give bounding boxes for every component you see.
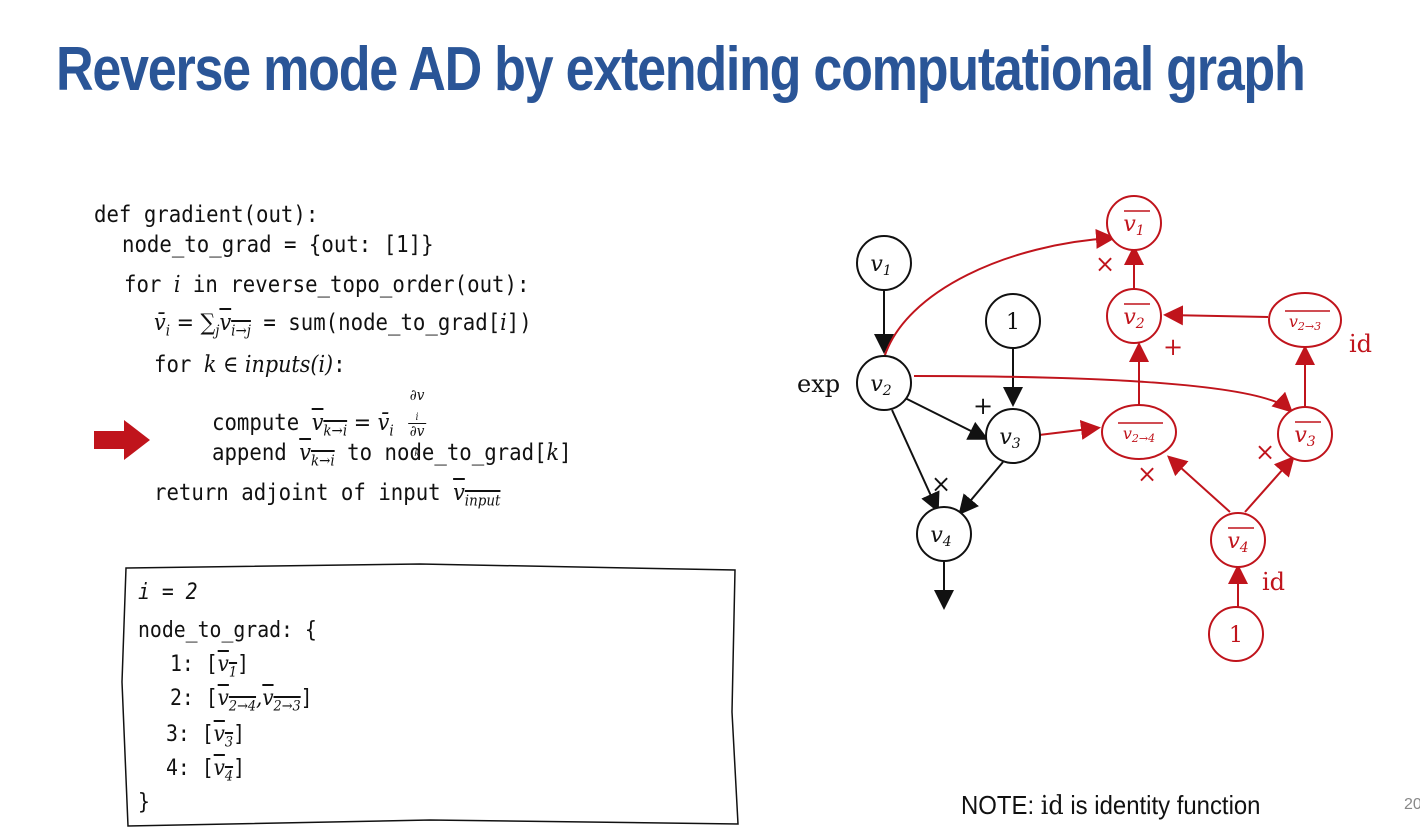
label-id-barv4: id	[1262, 568, 1285, 596]
state-close: }	[138, 790, 150, 815]
edge-v2-barv1	[883, 228, 1116, 359]
node-v4	[916, 506, 972, 562]
state-box-border	[121, 563, 739, 827]
code-line-for-i: for i in reverse_topo_order(out):	[124, 272, 530, 298]
label-exp: exp	[797, 370, 840, 398]
node-one-top	[985, 293, 1041, 349]
node-v3	[985, 408, 1041, 464]
edge-v2-v4	[891, 409, 940, 513]
code-line-return: return adjoint of input vinput	[154, 480, 501, 510]
node-bar-v2-label: v2	[1123, 305, 1144, 332]
slide-title: Reverse mode AD by extending computation…	[56, 35, 1306, 104]
state-entry-3: 3: [v3]	[166, 722, 246, 751]
state-entry-2: 2: [v2→4,v2→3]	[170, 686, 313, 715]
node-one-top-label: 1	[1006, 310, 1020, 335]
node-bar-v1-label: v1	[1123, 212, 1144, 239]
edge-v3-v4	[958, 461, 1004, 516]
code-line-sum: v̄i = ∑jvi→j = sum(node_to_grad[i])	[154, 310, 532, 340]
node-bar-v4-label: v4	[1227, 529, 1248, 556]
code-line-for-k: for k ∈ inputs(i):	[154, 352, 346, 378]
state-entry-4: 4: [v4]	[166, 756, 246, 785]
computational-graph: v1 v2 1 v3 v4 v1 v2 v2→3 v2→4 v3 v4 1 ex…	[797, 195, 1372, 662]
node-bar-v24	[1101, 404, 1177, 460]
node-bar-v2	[1106, 288, 1162, 344]
node-v4-label: v4	[930, 523, 951, 550]
node-bar-v3-label: v3	[1294, 423, 1315, 450]
node-v2-label: v2	[870, 372, 891, 399]
state-i: i = 2	[138, 580, 198, 605]
state-entry-1: 1: [v1]	[170, 652, 250, 681]
edge-v2-barv3	[913, 375, 1293, 413]
state-node-to-grad: node_to_grad: {	[138, 618, 317, 643]
label-times-barv1: ×	[1095, 250, 1115, 278]
edge-v2-v3	[904, 397, 989, 440]
node-one-bottom-label: 1	[1229, 623, 1243, 648]
identity-note: NOTE: id is identity function	[961, 790, 1261, 821]
current-line-arrow-icon	[94, 420, 150, 460]
label-times-barv24: ×	[1137, 460, 1157, 488]
node-bar-v1	[1106, 195, 1162, 251]
backward-edges	[883, 228, 1315, 607]
edge-barv4-barv24	[1167, 455, 1231, 513]
page-number: 20	[1404, 796, 1420, 813]
edge-barv4-barv3	[1244, 456, 1295, 513]
label-id-barv23: id	[1349, 330, 1372, 358]
node-v1-label: v1	[870, 252, 891, 279]
label-times-barv3: ×	[1255, 438, 1275, 466]
node-bar-v24-label: v2→4	[1123, 424, 1155, 445]
edge-barv23-barv2	[1163, 305, 1269, 326]
node-v2	[856, 355, 912, 411]
forward-edges	[874, 290, 1023, 610]
edge-v3-barv24	[1038, 419, 1101, 440]
label-plus-barv2: +	[1163, 333, 1183, 361]
label-plus-v3: +	[973, 392, 993, 420]
node-one-bottom	[1208, 606, 1264, 662]
node-v1	[856, 235, 912, 291]
node-v3-label: v3	[999, 425, 1020, 452]
node-bar-v23	[1268, 292, 1342, 348]
node-bar-v4	[1210, 512, 1266, 568]
node-bar-v23-label: v2→3	[1289, 312, 1321, 333]
node-bar-v3	[1277, 406, 1333, 462]
code-line-init: node_to_grad = {out: [1]}	[122, 232, 434, 258]
state-box: i = 2 node_to_grad: { 1: [v1] 2: [v2→4,v…	[120, 562, 740, 828]
gradient-code-block: def gradient(out): node_to_grad = {out: …	[0, 0, 720, 560]
code-line-append: append vk→i to node_to_grad[k]	[212, 440, 572, 470]
code-line-def: def gradient(out):	[94, 202, 319, 228]
label-times-v4: ×	[931, 470, 951, 498]
